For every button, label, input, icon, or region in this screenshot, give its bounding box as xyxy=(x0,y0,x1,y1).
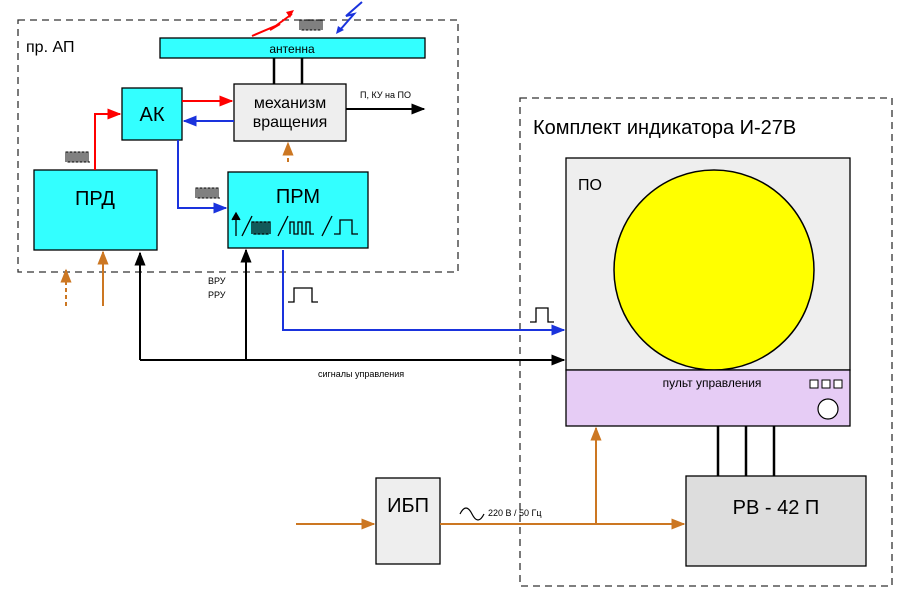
ap-group-border xyxy=(17,19,459,273)
rv-label: РВ - 42 П xyxy=(733,497,820,519)
antenna-label: антенна xyxy=(269,42,315,56)
vru-label: ВРУ xyxy=(208,276,226,286)
mechanism-label-line2: вращения xyxy=(253,114,328,131)
panel-knob xyxy=(817,398,839,420)
mechanism-block xyxy=(233,83,347,142)
control-panel-block xyxy=(565,369,851,427)
ap-group-label: пр. АП xyxy=(26,39,74,56)
prm-label: ПРМ xyxy=(276,186,320,208)
rru-label: РРУ xyxy=(208,290,226,300)
control-signals-label: сигналы управления xyxy=(318,369,404,379)
p-ku-label: П, КУ на ПО xyxy=(360,90,411,100)
po-label: ПО xyxy=(578,177,602,194)
indicator-screen xyxy=(613,169,815,371)
power-label: 220 В / 50 Гц xyxy=(488,508,542,518)
ak-block xyxy=(121,87,183,141)
indicator-group-label: Комплект индикатора И-27В xyxy=(533,117,796,139)
prm-video-to-po-arrow xyxy=(282,250,566,336)
rv-block xyxy=(685,475,867,567)
prd-label: ПРД xyxy=(75,188,115,210)
prd-to-ak-arrow xyxy=(94,108,122,170)
radiated-signal-red xyxy=(251,13,293,37)
antenna-block xyxy=(159,37,426,59)
radiated-signal-red-arrowhead xyxy=(286,10,294,18)
ak-to-prm-arrow xyxy=(177,140,228,214)
ac-sine-symbol xyxy=(459,507,485,521)
panel-button-3 xyxy=(833,379,843,389)
video-pulse-symbol-1 xyxy=(288,287,318,303)
ibp-label: ИБП xyxy=(387,495,429,517)
prd-block xyxy=(33,169,158,251)
ak-label: АК xyxy=(140,104,165,126)
received-signal-blue-arrowhead xyxy=(336,26,344,34)
prd-pulse-train xyxy=(65,151,90,163)
video-pulse-symbol-2 xyxy=(530,307,554,323)
received-signal-blue xyxy=(339,1,363,31)
prm-waveform-symbols xyxy=(231,211,358,237)
prm-block xyxy=(227,171,369,249)
antenna-pulse-train xyxy=(299,19,323,31)
indicator-group-border xyxy=(519,97,893,587)
ibp-block xyxy=(375,477,441,565)
panel-button-2 xyxy=(821,379,831,389)
panel-button-1 xyxy=(809,379,819,389)
control-panel-label: пульт управления xyxy=(663,376,762,390)
prm-input-pulse-train xyxy=(195,187,220,199)
mechanism-label-line1: механизм xyxy=(254,95,326,112)
